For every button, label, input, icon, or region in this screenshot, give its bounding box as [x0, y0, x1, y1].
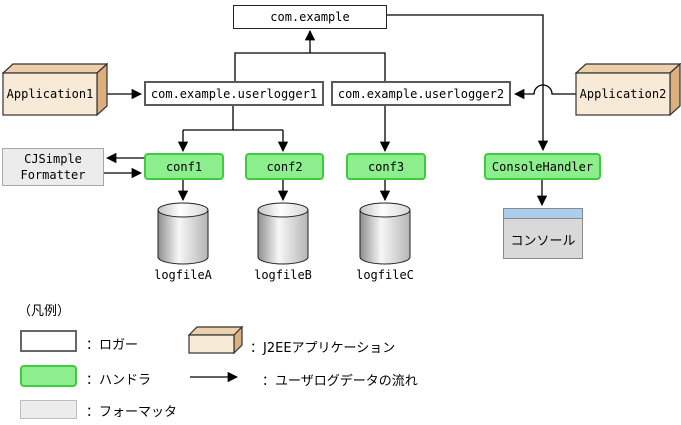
- legend-flow-label: ：ユーザログデータの流れ: [262, 374, 418, 389]
- line-logger1-split: [183, 106, 283, 131]
- console-window: コンソール: [503, 208, 583, 259]
- app-3d-icon: [575, 63, 681, 116]
- legend-logger-swatch: [20, 330, 77, 352]
- arrow-app2-to-logger2: [513, 84, 576, 100]
- legend-title: （凡例）: [18, 304, 71, 319]
- cylinder-logfileC-icon: [359, 202, 411, 265]
- application1-label: Application1: [6, 87, 94, 101]
- arrow-root-to-consolehandler: [387, 14, 549, 152]
- legend-logger-label: ：ロガー: [86, 338, 139, 353]
- app-3d-icon: [188, 325, 244, 355]
- application2-box: Application2: [575, 63, 681, 116]
- console-handler-label: ConsoleHandler: [491, 159, 594, 174]
- application2-label: Application2: [579, 87, 667, 101]
- handler-conf2-label: conf2: [266, 159, 303, 174]
- user-logger2-box: com.example.userlogger2: [331, 81, 511, 106]
- legend-handler-label: ：ハンドラ: [86, 373, 152, 388]
- formatter-box: CJSimple Formatter: [2, 148, 104, 186]
- console-handler-box: ConsoleHandler: [484, 153, 601, 180]
- line-loggers-parent-connector: [234, 52, 386, 81]
- app-3d-icon: [2, 63, 108, 116]
- handler-conf1-box: conf1: [144, 153, 224, 180]
- root-logger-label: com.example: [270, 10, 350, 24]
- handler-conf3-box: conf3: [346, 153, 426, 180]
- logfileA-label: logfileA: [154, 268, 212, 282]
- logfileB-label: logfileB: [254, 268, 312, 282]
- legend-formatter-label: ：フォーマッタ: [86, 405, 178, 420]
- formatter-label-line1: CJSimple: [24, 152, 82, 166]
- legend-j2ee-label: ：J2EEアプリケーション: [250, 341, 396, 356]
- formatter-label-line2: Formatter: [20, 168, 86, 182]
- console-titlebar: [504, 209, 582, 219]
- handler-conf1-label: conf1: [165, 159, 203, 174]
- legend-handler-swatch: [20, 365, 77, 387]
- logfileC-label: logfileC: [356, 268, 414, 282]
- cylinder-logfileB-icon: [257, 202, 309, 265]
- legend-formatter-swatch: [20, 400, 77, 419]
- root-logger-box: com.example: [233, 5, 387, 29]
- user-logger1-box: com.example.userlogger1: [144, 81, 324, 106]
- user-logger2-label: com.example.userlogger2: [337, 86, 505, 101]
- handler-conf3-label: conf3: [367, 159, 405, 174]
- console-label: コンソール: [510, 233, 576, 249]
- legend-j2ee-swatch: [188, 325, 244, 355]
- cylinder-logfileA-icon: [157, 202, 209, 265]
- user-logger1-label: com.example.userlogger1: [150, 86, 318, 101]
- application1-box: Application1: [2, 63, 108, 116]
- handler-conf2-box: conf2: [245, 153, 324, 180]
